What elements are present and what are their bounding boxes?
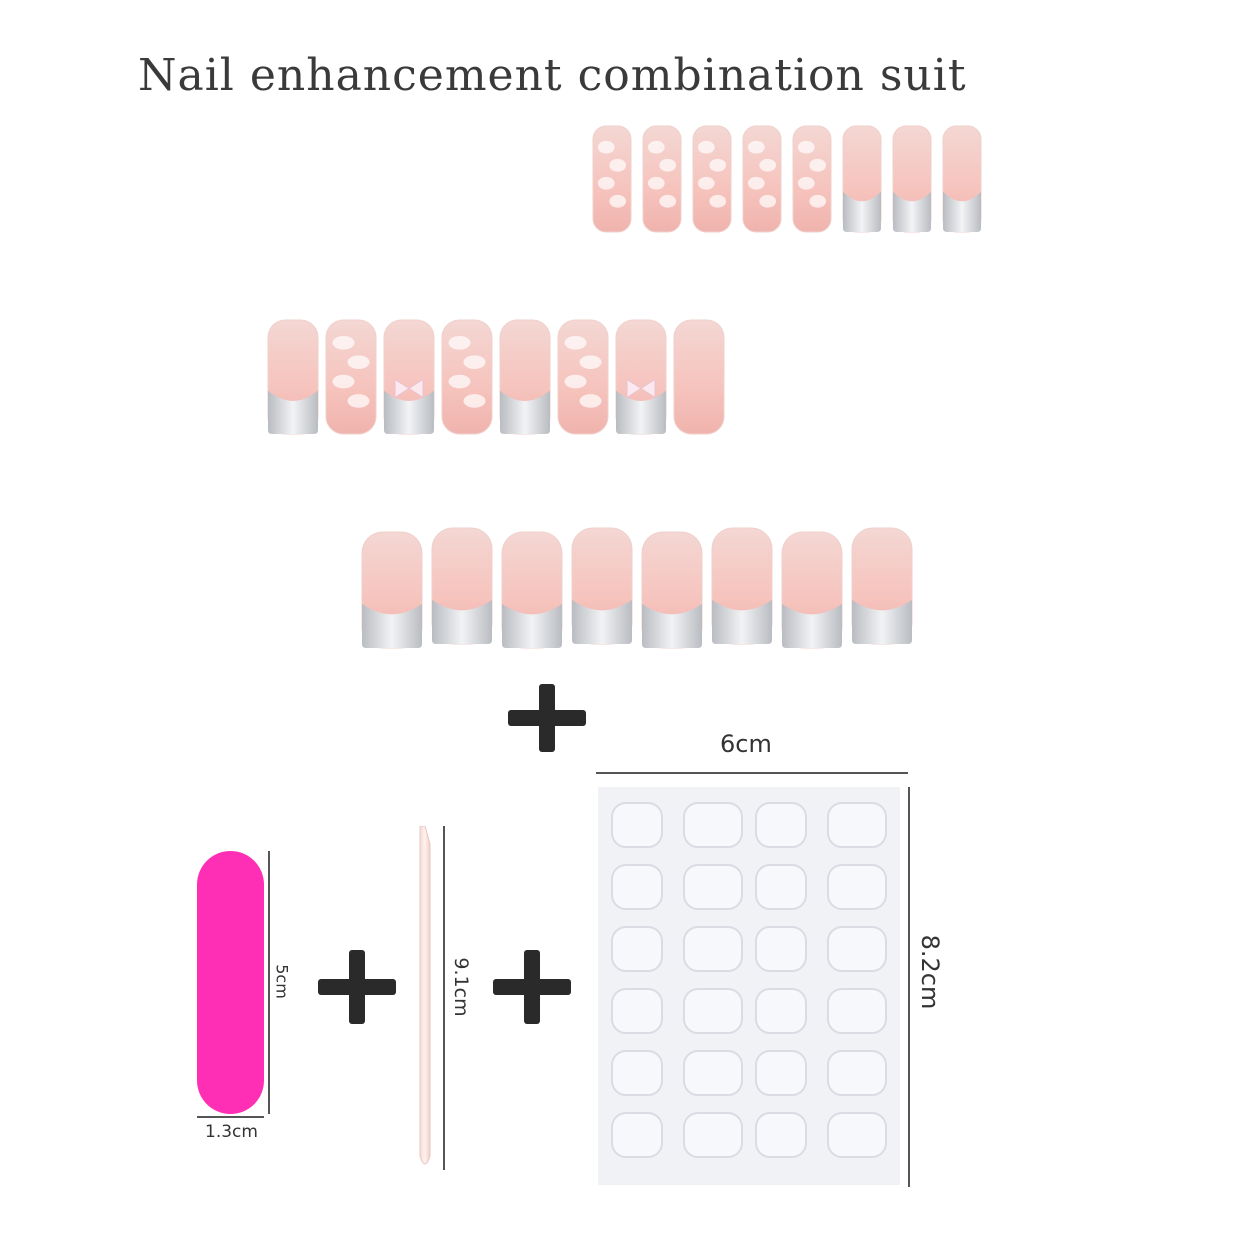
adhesive-tab — [827, 988, 887, 1034]
adhesive-tab — [683, 1050, 743, 1096]
press-on-nail — [892, 125, 932, 233]
sheet-width-label: 6cm — [720, 730, 772, 758]
press-on-nail — [781, 531, 843, 649]
stick-length-line — [443, 826, 445, 1170]
plus-icon — [318, 950, 396, 1024]
press-on-nail — [431, 527, 493, 645]
nail-row-3 — [361, 527, 913, 649]
stick-length-label: 9.1cm — [450, 957, 472, 1017]
adhesive-tab — [683, 1112, 743, 1158]
adhesive-tab — [827, 1050, 887, 1096]
press-on-nail — [851, 527, 913, 645]
adhesive-tab — [611, 864, 663, 910]
press-on-nail — [267, 319, 319, 435]
adhesive-tab — [755, 926, 807, 972]
press-on-nail — [571, 527, 633, 645]
adhesive-tab — [755, 988, 807, 1034]
press-on-nail — [557, 319, 609, 435]
adhesive-sheet — [598, 787, 900, 1185]
cuticle-stick — [419, 826, 431, 1165]
adhesive-tab — [755, 1050, 807, 1096]
adhesive-tab — [611, 1050, 663, 1096]
press-on-nail — [642, 125, 682, 233]
press-on-nail — [742, 125, 782, 233]
press-on-nail — [325, 319, 377, 435]
press-on-nail — [711, 527, 773, 645]
adhesive-tab — [683, 988, 743, 1034]
sheet-height-line — [908, 787, 910, 1187]
adhesive-tab — [827, 802, 887, 848]
sheet-height-label: 8.2cm — [916, 934, 944, 1010]
press-on-nail — [615, 319, 667, 435]
adhesive-tab — [683, 926, 743, 972]
adhesive-tab — [827, 926, 887, 972]
adhesive-tab — [755, 802, 807, 848]
nail-row-2 — [267, 319, 725, 435]
press-on-nail — [673, 319, 725, 435]
press-on-nail — [792, 125, 832, 233]
adhesive-tab — [755, 1112, 807, 1158]
file-height-line — [268, 851, 270, 1114]
press-on-nail — [383, 319, 435, 435]
file-width-label: 1.3cm — [205, 1122, 258, 1142]
plus-icon — [508, 684, 586, 752]
file-width-line — [197, 1116, 264, 1118]
adhesive-tab — [827, 864, 887, 910]
press-on-nail — [361, 531, 423, 649]
adhesive-tab — [683, 802, 743, 848]
press-on-nail — [641, 531, 703, 649]
adhesive-tab — [611, 926, 663, 972]
nail-file — [197, 851, 264, 1114]
adhesive-tab — [827, 1112, 887, 1158]
adhesive-tab — [611, 1112, 663, 1158]
adhesive-tab — [755, 864, 807, 910]
press-on-nail — [501, 531, 563, 649]
press-on-nail — [592, 125, 632, 233]
press-on-nail — [942, 125, 982, 233]
page-title: Nail enhancement combination suit — [138, 50, 967, 101]
nail-row-1 — [592, 125, 982, 233]
press-on-nail — [842, 125, 882, 233]
press-on-nail — [692, 125, 732, 233]
file-height-label: 5cm — [272, 964, 292, 999]
adhesive-tab — [611, 988, 663, 1034]
adhesive-tab — [683, 864, 743, 910]
sheet-width-line — [596, 772, 908, 774]
press-on-nail — [441, 319, 493, 435]
press-on-nail — [499, 319, 551, 435]
plus-icon — [493, 950, 571, 1024]
adhesive-tab — [611, 802, 663, 848]
